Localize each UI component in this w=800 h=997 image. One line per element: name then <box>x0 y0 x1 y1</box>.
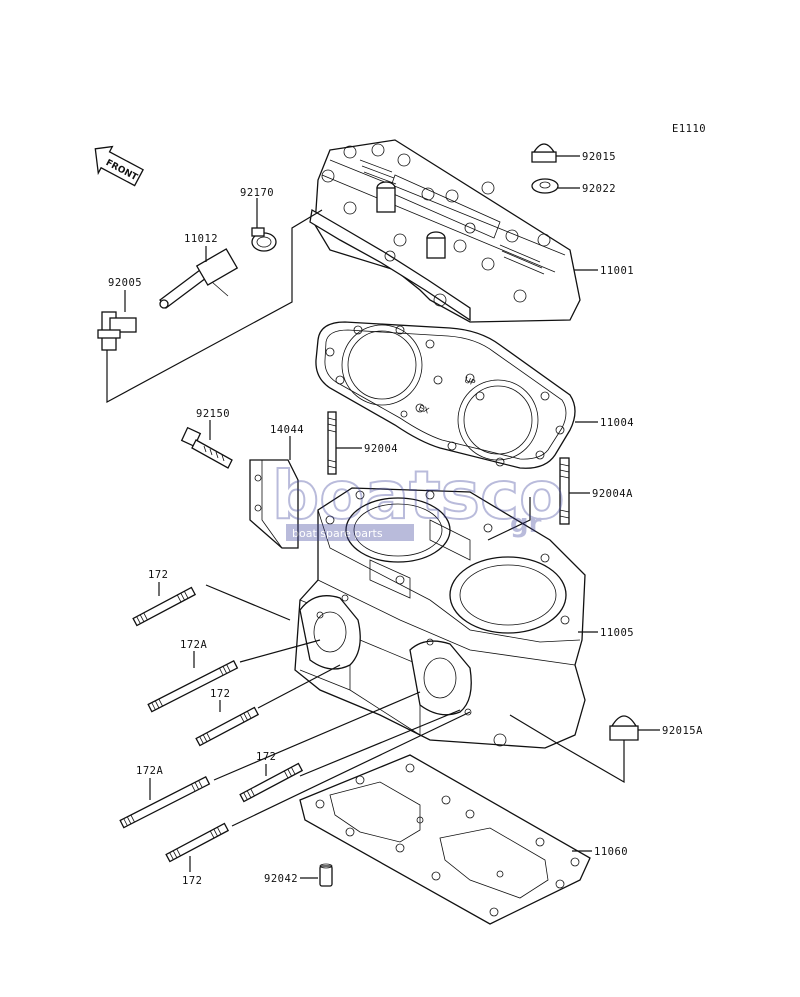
label-172-d: 172 <box>182 875 202 887</box>
fitting-11012 <box>159 248 239 309</box>
stud-172A-b <box>119 775 211 829</box>
bolt-92150 <box>180 426 233 469</box>
label-92022: 92022 <box>582 183 616 195</box>
leader-lines <box>106 155 660 879</box>
dowel-92042 <box>319 863 333 887</box>
watermark-tagline-bar <box>286 524 414 541</box>
stud-92004 <box>327 411 337 475</box>
label-172-a: 172 <box>148 569 168 581</box>
clamp-92170 <box>251 227 277 252</box>
watermark: boatsco gr boat spare parts <box>271 456 565 541</box>
label-11001: 11001 <box>600 265 634 277</box>
label-172-c: 172 <box>256 751 276 763</box>
stud-172-d <box>165 822 230 863</box>
label-92042: 92042 <box>264 873 298 885</box>
diagram-code: E1110 <box>672 123 706 135</box>
label-92015A: 92015A <box>662 725 703 737</box>
cylinder-head-11001 <box>309 139 581 323</box>
stud-172A-a <box>147 659 239 713</box>
label-11060: 11060 <box>594 846 628 858</box>
label-92005: 92005 <box>108 277 142 289</box>
cap-nut-92015A <box>609 715 639 741</box>
stud-172-a <box>132 586 197 627</box>
label-92015: 92015 <box>582 151 616 163</box>
stud-92004A <box>559 457 570 525</box>
label-172A-a: 172A <box>180 639 207 651</box>
base-gasket-11060 <box>299 754 591 925</box>
plate-14044 <box>249 459 299 549</box>
elbow-92005 <box>97 311 137 351</box>
label-172A-b: 172A <box>136 765 163 777</box>
cap-nut-92015 <box>531 143 557 163</box>
watermark-tagline: boat spare parts <box>292 527 383 540</box>
label-11004: 11004 <box>600 417 634 429</box>
label-92170: 92170 <box>240 187 274 199</box>
label-92004: 92004 <box>364 443 398 455</box>
watermark-tld: gr <box>510 509 542 539</box>
ex-mark: EX <box>417 403 430 415</box>
label-11012: 11012 <box>184 233 218 245</box>
label-172-b: 172 <box>210 688 230 700</box>
front-arrow: FRONT <box>94 145 144 187</box>
up-mark: UP <box>463 375 476 387</box>
cylinder-block-11005 <box>294 487 586 749</box>
label-11005: 11005 <box>600 627 634 639</box>
stud-172-b <box>195 706 260 747</box>
head-gasket-11004: UP EX <box>315 321 576 469</box>
label-92004A: 92004A <box>592 488 633 500</box>
stud-172-c <box>239 762 304 803</box>
washer-92022 <box>531 178 559 194</box>
label-14044: 14044 <box>270 424 304 436</box>
label-92150: 92150 <box>196 408 230 420</box>
watermark-brand: boatsco <box>272 457 564 534</box>
